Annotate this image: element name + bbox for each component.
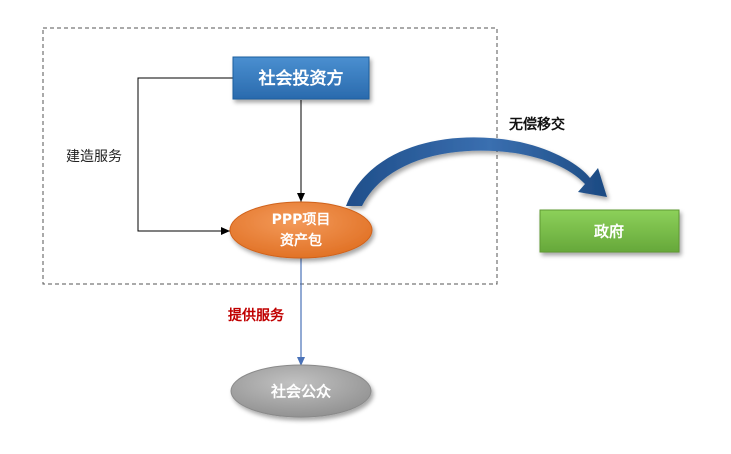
provide-service-label: 提供服务 (228, 307, 285, 324)
free-transfer-arrow (346, 137, 607, 206)
public-node (230, 364, 372, 418)
construction-service-label: 建造服务 (66, 149, 122, 165)
public-label: 社会公众 (270, 383, 331, 401)
investor-label: 社会投资方 (258, 68, 344, 89)
government-node (539, 209, 680, 253)
investor-node (232, 56, 370, 100)
ppp-asset-label-line1: PPP项目 (272, 212, 331, 228)
government-label: 政府 (594, 223, 624, 241)
ppp-asset-label-line2: 资产包 (280, 232, 322, 249)
construction-service-connector (137, 77, 233, 235)
free-transfer-label: 无偿移交 (508, 116, 565, 133)
project-boundary (42, 27, 498, 285)
ppp-asset-node (229, 201, 373, 259)
